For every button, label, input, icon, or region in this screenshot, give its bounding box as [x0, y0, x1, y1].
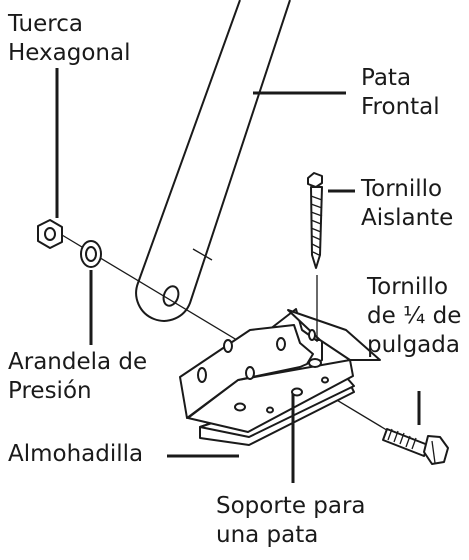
label-lock-washer: Arandela de Presión — [8, 348, 147, 406]
label-lock-washer-line2: Presión — [8, 378, 92, 404]
lock-washer-part — [80, 240, 102, 268]
label-pad-line1: Almohadilla — [8, 441, 144, 467]
label-front-leg-line1: Pata — [361, 65, 412, 91]
bolt-part — [382, 428, 449, 465]
label-bolt-line3: pulgada — [367, 332, 460, 358]
label-lock-washer-line1: Arandela de — [8, 349, 148, 375]
label-leg-bracket: Soporte para una pata — [216, 492, 366, 550]
front-leg-part — [135, 0, 291, 322]
label-front-leg: Pata Frontal — [361, 64, 440, 122]
label-leg-bracket-line1: Soporte para — [216, 493, 366, 519]
label-hex-nut-line2: Hexagonal — [8, 40, 131, 66]
label-bolt-line1: Tornillo — [367, 274, 449, 300]
label-leg-bracket-line2: una pata — [216, 522, 319, 548]
label-hex-nut-line1: Tuerca — [8, 11, 83, 37]
leg-bracket-part — [179, 308, 381, 433]
label-bolt-line2: de ¼ de — [367, 303, 462, 329]
label-lag-screw-line1: Tornillo — [361, 176, 443, 202]
label-lag-screw: Tornillo Aislante — [361, 175, 453, 233]
lag-screw-part — [307, 172, 323, 342]
label-pad: Almohadilla — [8, 440, 143, 469]
label-bolt: Tornillo de ¼ de pulgada — [367, 273, 461, 360]
label-front-leg-line2: Frontal — [361, 94, 440, 120]
hex-nut-part — [37, 219, 63, 249]
label-lag-screw-line2: Aislante — [361, 205, 454, 231]
label-hex-nut: Tuerca Hexagonal — [8, 10, 130, 68]
